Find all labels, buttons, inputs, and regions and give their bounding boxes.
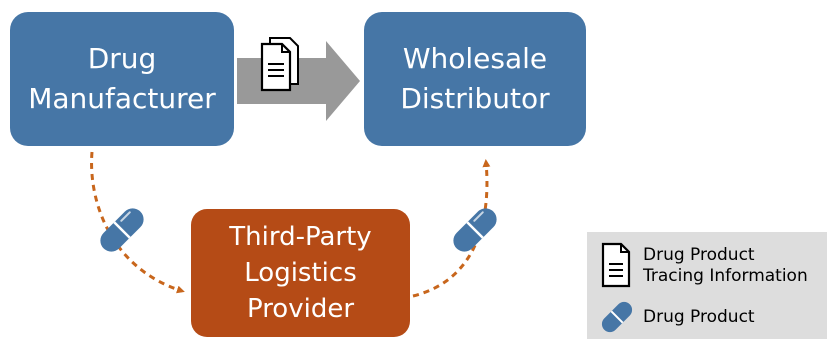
legend-label-line: Tracing Information [643, 266, 808, 286]
dashed-arrow-3pl-to-distributor [412, 159, 491, 298]
document-icon [260, 36, 300, 92]
node-wholesale-distributor: Wholesale Distributor [364, 12, 586, 146]
legend-label-line: Drug Product [643, 245, 755, 265]
node-label-line: Manufacturer [28, 82, 216, 115]
legend-label-line: Drug Product [643, 306, 755, 327]
node-label-line: Distributor [400, 82, 550, 115]
legend-item-drug-product: Drug Product [587, 300, 755, 334]
legend-item-tracing-information: Drug Product Tracing Information [587, 242, 808, 290]
pill-icon [601, 301, 633, 333]
legend: Drug Product Tracing Information Drug Pr… [587, 232, 827, 339]
node-drug-manufacturer: Drug Manufacturer [10, 12, 234, 146]
document-icon [601, 242, 631, 288]
node-third-party-logistics-provider: Third-Party Logistics Provider [191, 209, 410, 337]
node-label-line: Wholesale [402, 42, 548, 75]
node-label-line: Drug [87, 42, 157, 75]
pill-icon [94, 202, 150, 258]
node-label-line: Third-Party [229, 222, 372, 252]
node-label-line: Provider [246, 294, 355, 324]
node-label-line: Logistics [244, 258, 357, 288]
